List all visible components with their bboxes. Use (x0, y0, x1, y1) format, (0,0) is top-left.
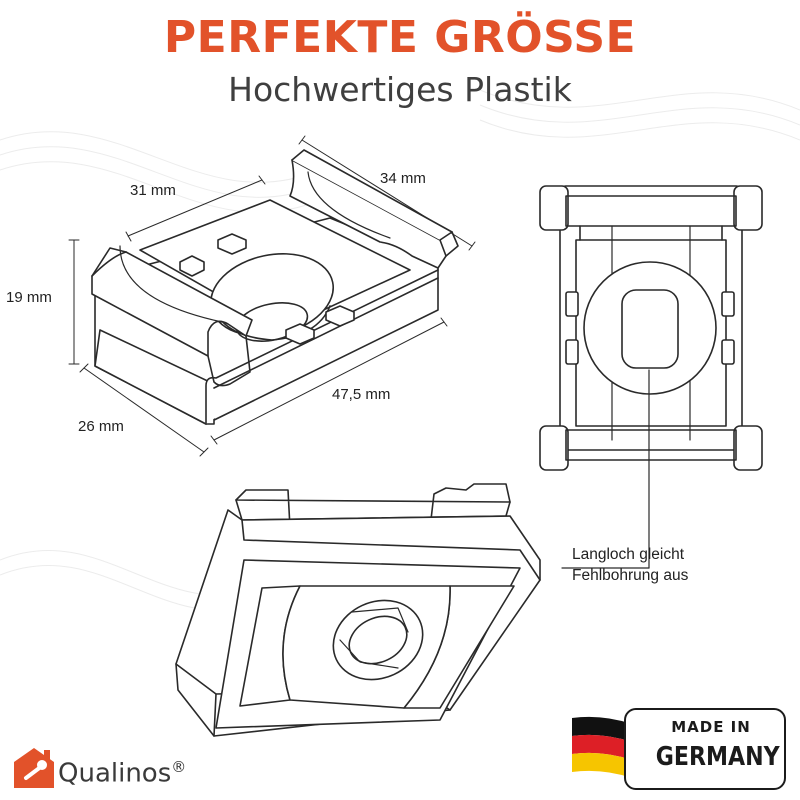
slot-callout: Langloch gleicht Fehlbohrung aus (572, 544, 772, 586)
dim-length-top: 34 mm (380, 170, 426, 187)
badge-country: GERMANY (655, 742, 780, 772)
isometric-view (68, 135, 476, 457)
dim-height: 19 mm (6, 289, 52, 306)
badge-frame (624, 708, 786, 790)
brand-name-text: Qualinos (58, 758, 172, 789)
callout-line-2: Fehlbohrung aus (572, 567, 689, 584)
page-title: PERFEKTE GRÖSSE (163, 12, 637, 63)
brand-name: Qualinos® (58, 750, 186, 791)
underside-view (175, 483, 541, 737)
dim-length-bottom: 47,5 mm (332, 386, 391, 403)
made-in-germany-badge: MADE IN GERMANY (568, 708, 786, 790)
callout-line-1: Langloch gleicht (572, 546, 685, 563)
dim-depth-top: 31 mm (130, 182, 176, 199)
brand-registered-mark: ® (171, 758, 187, 776)
brand-logo-icon (14, 748, 54, 788)
german-flag-icon (572, 716, 632, 778)
badge-made-in: MADE IN (671, 718, 751, 736)
top-view (539, 185, 763, 569)
page-subtitle: Hochwertiges Plastik (228, 70, 572, 109)
dim-width: 26 mm (78, 418, 124, 435)
brand: Qualinos® (8, 746, 248, 792)
